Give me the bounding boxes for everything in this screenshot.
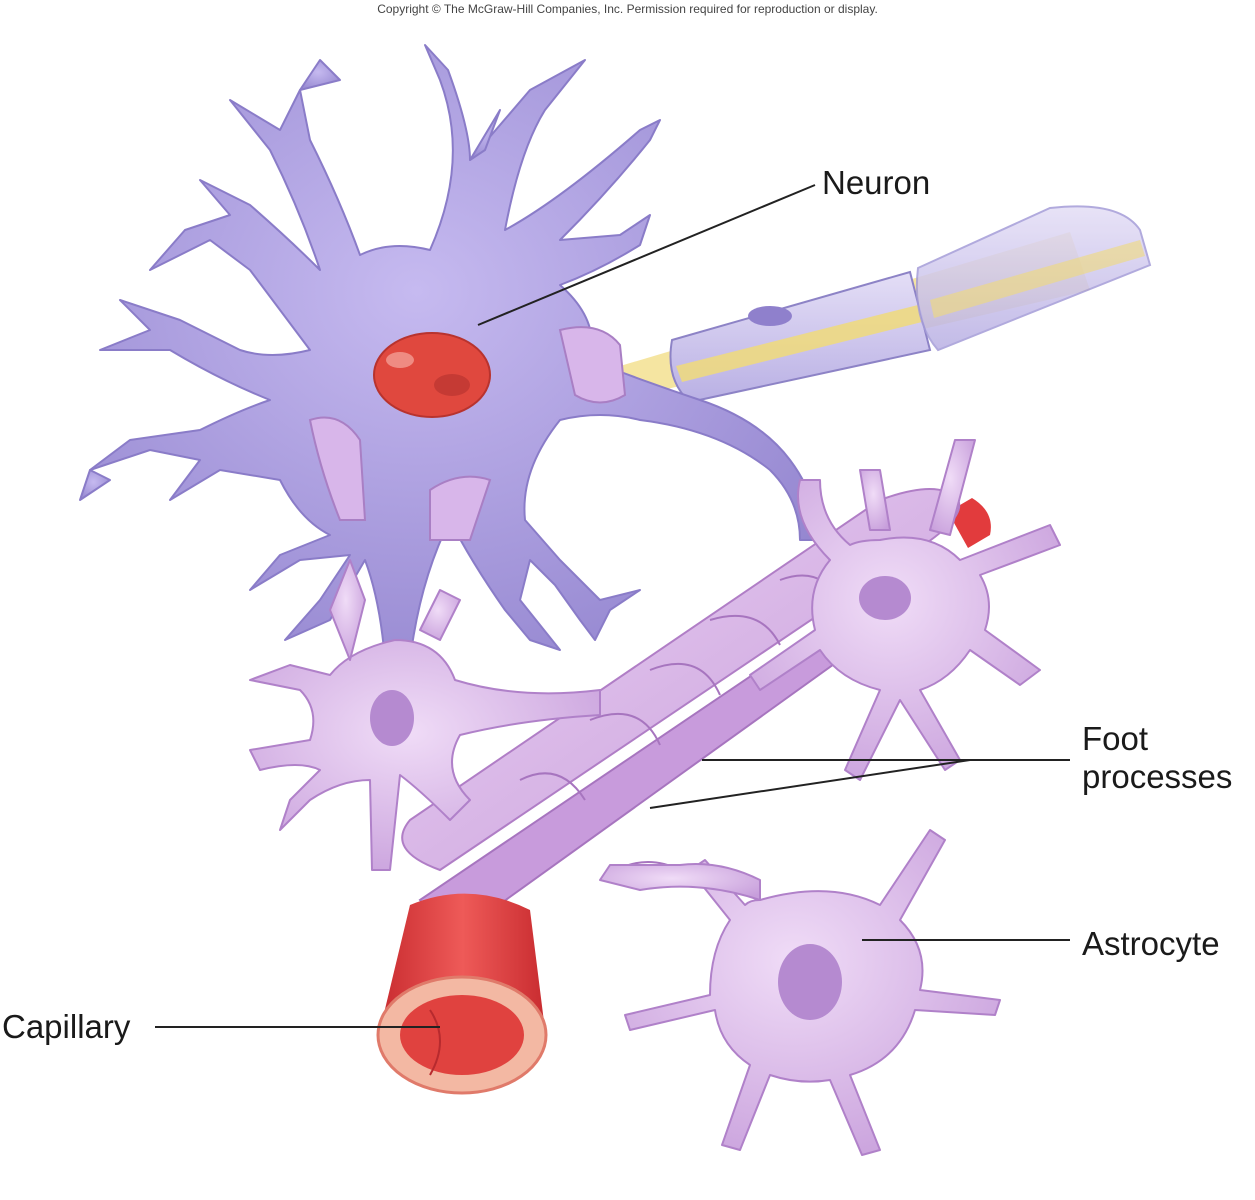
myelinated-axon	[600, 205, 1152, 404]
astrocyte-left-nucleus	[370, 690, 414, 746]
nucleus-highlight	[386, 352, 414, 368]
label-foot-processes-line1: Foot	[1082, 720, 1149, 757]
label-capillary: Capillary	[2, 1008, 131, 1045]
endfoot-neuron-3	[429, 475, 492, 541]
astrocyte-left	[249, 559, 601, 871]
endfoot-neuron-1	[558, 326, 627, 404]
astrocyte-lower-right-nucleus	[778, 944, 842, 1020]
neuron-leader-line	[477, 184, 816, 326]
astrocyte-right-upper	[749, 439, 1061, 781]
label-foot-processes: Foot processes	[1082, 720, 1232, 796]
foot-process-leader-line-2	[649, 759, 971, 809]
schwann-nucleus	[748, 306, 792, 326]
label-neuron: Neuron	[822, 164, 931, 201]
astrocyte-right-upper-nucleus	[859, 576, 911, 620]
endfoot-neuron-2	[308, 416, 367, 521]
label-foot-processes-line2: processes	[1082, 758, 1233, 795]
label-astrocyte: Astrocyte	[1082, 925, 1220, 962]
nucleolus	[434, 374, 470, 396]
copyright-notice: Copyright © The McGraw-Hill Companies, I…	[377, 2, 878, 16]
neuron-nucleus	[373, 332, 491, 418]
